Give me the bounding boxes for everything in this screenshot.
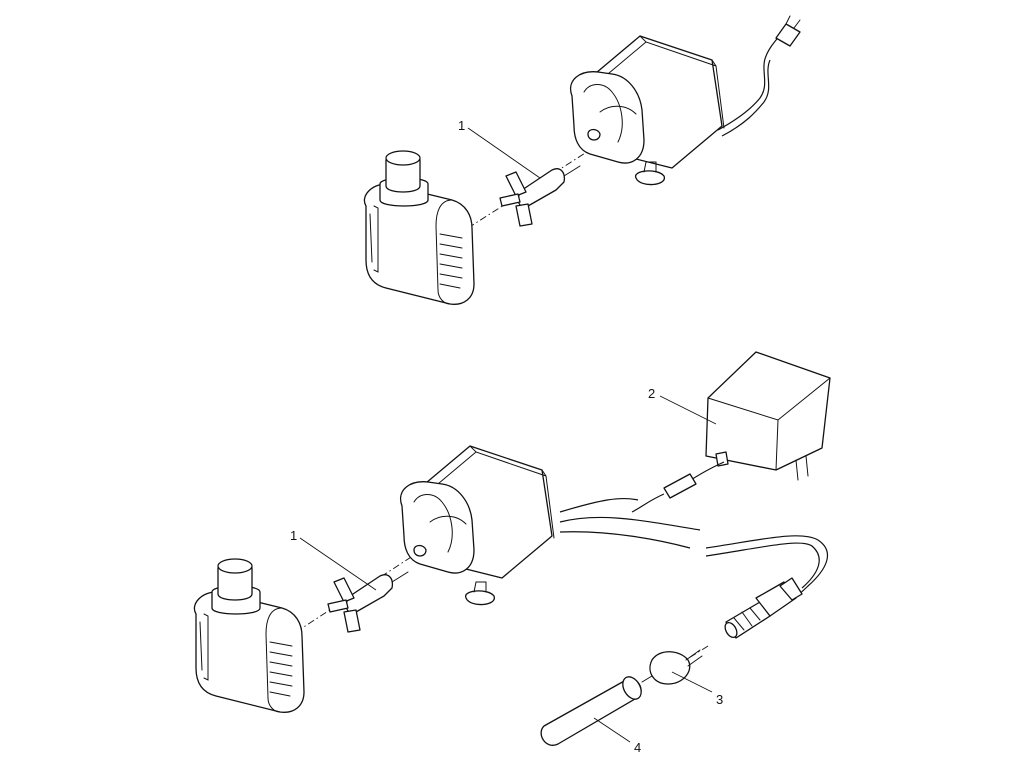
top-impeller [499, 165, 581, 227]
light-bulb [540, 676, 642, 746]
top-power-cable [717, 15, 801, 137]
top-motor-housing [570, 35, 725, 186]
bottom-assembly: 1 2 3 4 [193, 351, 831, 755]
bottom-pump-body [193, 558, 305, 713]
callout-2: 2 [648, 386, 655, 401]
light-socket-connector [675, 577, 803, 667]
bottom-impeller [327, 571, 409, 633]
transformer [631, 351, 831, 513]
callout-1-bottom: 1 [290, 528, 297, 543]
bottom-motor-housing [400, 445, 555, 606]
top-pump-body [363, 150, 475, 305]
bulb-socket [641, 649, 703, 685]
callout-3: 3 [716, 692, 723, 707]
top-assembly: 1 [363, 15, 801, 305]
callout-4: 4 [634, 740, 641, 755]
callout-1-top: 1 [458, 118, 465, 133]
